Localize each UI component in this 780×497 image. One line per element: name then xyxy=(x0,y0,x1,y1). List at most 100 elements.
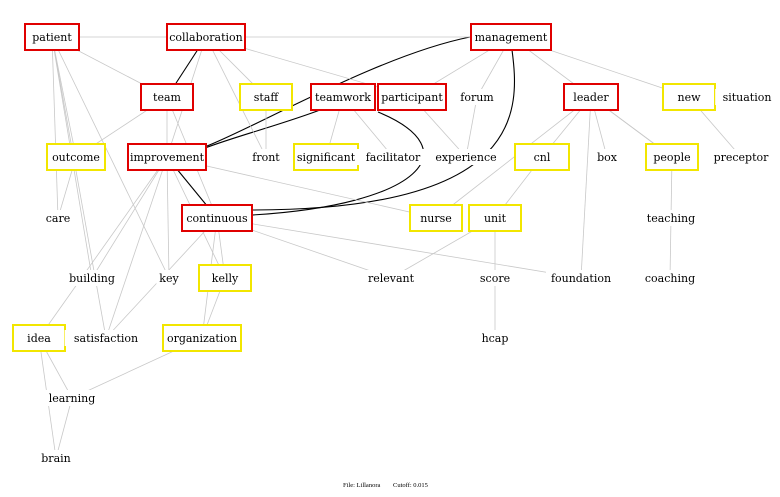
node-bg-teaching xyxy=(642,210,700,226)
node-label-management: management xyxy=(475,31,548,44)
edge-continuous-foundation xyxy=(216,217,582,279)
node-label-foundation: foundation xyxy=(551,272,611,285)
edge-management-continuous xyxy=(251,49,515,211)
node-facilitator: facilitator xyxy=(354,149,432,165)
node-label-front: front xyxy=(252,151,280,164)
edge-leader-foundation xyxy=(580,96,592,279)
node-preceptor: preceptor xyxy=(709,149,773,165)
node-people: people xyxy=(645,143,699,171)
node-box-teamwork xyxy=(310,83,376,111)
node-leader: leader xyxy=(563,83,619,111)
node-bg-hcap xyxy=(479,330,511,346)
node-label-idea: idea xyxy=(27,332,51,345)
node-layer: patient collaboration management team staff t… xyxy=(12,23,779,466)
edge-patient-care xyxy=(51,36,59,219)
node-management: management xyxy=(470,23,552,51)
node-organization: organization xyxy=(162,324,242,352)
node-satisfaction: satisfaction xyxy=(64,330,148,346)
edge-improvement-satisfaction xyxy=(105,156,168,339)
node-care: care xyxy=(42,210,74,226)
node-label-experience: experience xyxy=(435,151,496,164)
node-staff: staff xyxy=(239,83,293,111)
node-label-leader: leader xyxy=(573,91,609,104)
edge-patient-outcome xyxy=(51,36,77,158)
node-experience: experience xyxy=(431,149,501,165)
node-box-management xyxy=(470,23,552,51)
node-bg-facilitator xyxy=(354,149,432,165)
node-bg-forum xyxy=(458,89,496,105)
node-team: team xyxy=(140,83,194,111)
node-label-staff: staff xyxy=(254,91,280,104)
node-bg-building xyxy=(63,270,121,286)
node-unit: unit xyxy=(468,204,522,232)
node-label-care: care xyxy=(46,212,71,225)
node-label-preceptor: preceptor xyxy=(714,151,770,164)
node-participant: participant xyxy=(377,83,447,111)
node-teaching: teaching xyxy=(642,210,700,226)
node-bg-box xyxy=(594,149,620,165)
node-label-participant: participant xyxy=(381,91,443,104)
node-nurse: nurse xyxy=(409,204,463,232)
node-relevant: relevant xyxy=(362,270,420,286)
node-front: front xyxy=(247,149,285,165)
node-foundation: foundation xyxy=(546,270,616,286)
edge-patient-key xyxy=(51,36,170,279)
node-label-learning: learning xyxy=(49,392,96,405)
node-label-nurse: nurse xyxy=(420,212,452,225)
node-label-relevant: relevant xyxy=(368,272,415,285)
node-bg-relevant xyxy=(362,270,420,286)
node-learning: learning xyxy=(43,390,101,406)
node-label-significant: significant xyxy=(297,151,356,164)
node-label-situation: situation xyxy=(723,91,772,104)
node-building: building xyxy=(63,270,121,286)
edge-forum-experience xyxy=(465,96,478,158)
node-brain: brain xyxy=(37,450,75,466)
edge-improvement-nurse xyxy=(166,156,437,219)
node-box-nurse xyxy=(409,204,463,232)
node-label-people: people xyxy=(653,151,690,164)
node-label-teamwork: teamwork xyxy=(315,91,371,104)
node-label-patient: patient xyxy=(32,31,72,44)
node-label-building: building xyxy=(69,272,115,285)
node-box-participant xyxy=(377,83,447,111)
edge-improvement-building xyxy=(91,156,168,279)
node-label-facilitator: facilitator xyxy=(366,151,421,164)
node-bg-situation xyxy=(715,89,779,105)
node-label-unit: unit xyxy=(484,212,507,225)
node-label-satisfaction: satisfaction xyxy=(74,332,138,345)
node-label-team: team xyxy=(153,91,181,104)
node-key: key xyxy=(156,270,182,286)
footer-cutoff-label: Cutoff: 0.015 xyxy=(393,482,428,489)
node-situation: situation xyxy=(715,89,779,105)
node-box-cnl xyxy=(514,143,570,171)
edge-teamwork-improvement xyxy=(204,109,321,149)
node-label-collaboration: collaboration xyxy=(169,31,243,44)
node-score: score xyxy=(476,270,514,286)
node-box-staff xyxy=(239,83,293,111)
node-label-outcome: outcome xyxy=(52,151,100,164)
node-coaching: coaching xyxy=(641,270,699,286)
node-label-brain: brain xyxy=(41,452,70,465)
node-continuous: continuous xyxy=(181,204,253,232)
node-forum: forum xyxy=(458,89,496,105)
node-bg-key xyxy=(156,270,182,286)
node-label-box: box xyxy=(597,151,618,164)
node-box-collaboration xyxy=(166,23,246,51)
node-teamwork: teamwork xyxy=(310,83,376,111)
node-bg-learning xyxy=(43,390,101,406)
node-cnl: cnl xyxy=(514,143,570,171)
node-box-improvement xyxy=(127,143,207,171)
node-label-kelly: kelly xyxy=(212,272,239,285)
node-bg-coaching xyxy=(641,270,699,286)
node-bg-foundation xyxy=(546,270,616,286)
node-label-teaching: teaching xyxy=(647,212,695,225)
node-bg-brain xyxy=(37,450,75,466)
node-label-continuous: continuous xyxy=(186,212,248,225)
node-box-new xyxy=(662,83,716,111)
node-bg-experience xyxy=(431,149,501,165)
node-label-organization: organization xyxy=(167,332,237,345)
node-bg-satisfaction xyxy=(64,330,148,346)
node-improvement: improvement xyxy=(127,143,207,171)
node-idea: idea xyxy=(12,324,66,352)
